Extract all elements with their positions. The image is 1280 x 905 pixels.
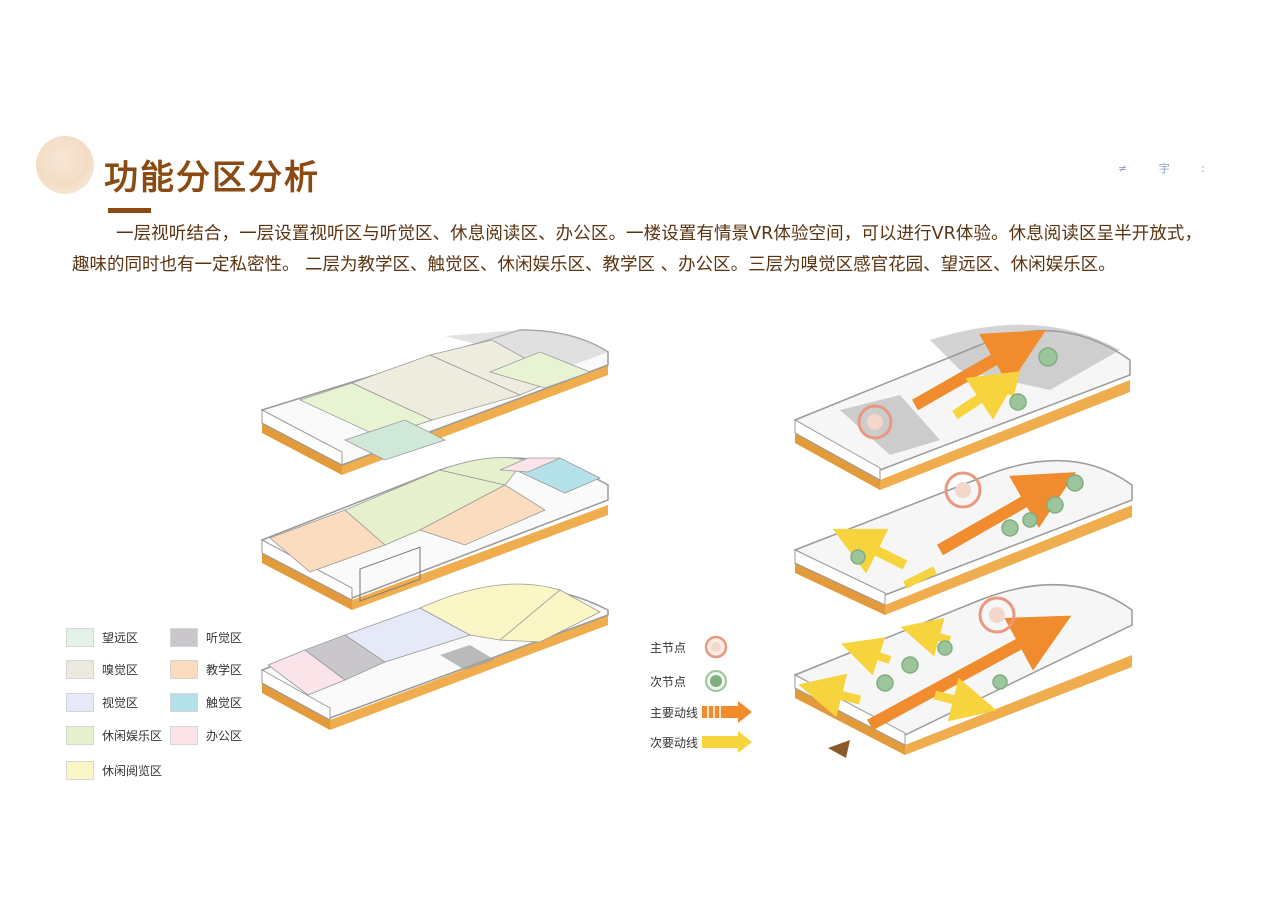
legend-label: 嗅觉区 — [102, 663, 139, 677]
legend-label: 教学区 — [206, 663, 243, 677]
left-floor-3 — [260, 329, 609, 475]
legend-item: 触觉区 — [170, 693, 242, 712]
logo: ≠ 宇 ː — [1118, 162, 1219, 175]
intro-paragraph: 一层视听结合，一层设置视听区与听觉区、休息阅读区、办公区。一楼设置有情景VR体验… — [72, 224, 1202, 275]
right-floor-2 — [793, 459, 1133, 615]
legend-label: 休闲娱乐区 — [102, 729, 163, 743]
left-floor-2 — [260, 457, 609, 610]
legend-item-secondary-node: 次节点 — [650, 668, 732, 694]
legend-item: 望远区 — [66, 628, 138, 647]
legend-swatch — [66, 761, 94, 780]
legend-label: 望远区 — [102, 631, 139, 645]
legend-item: 教学区 — [170, 660, 242, 679]
legend-swatch — [170, 693, 198, 712]
zone-legend: 望远区 听觉区 嗅觉区 教学区 视觉区 触觉区 休闲娱乐区 办公区 休闲阅览区 — [66, 628, 266, 788]
legend-swatch — [170, 660, 198, 679]
legend-label: 次节点 — [650, 674, 687, 689]
left-floor-1 — [260, 583, 609, 730]
secondary-node-icon — [705, 670, 727, 692]
right-floor-3 — [793, 324, 1131, 490]
secondary-route-arrow-icon — [702, 731, 752, 753]
circulation-legend: 主节点 次节点 主要动线 次要动线 — [650, 632, 770, 757]
decorative-circle — [36, 136, 94, 194]
legend-swatch — [66, 660, 94, 679]
legend-item: 休闲阅览区 — [66, 761, 162, 780]
legend-item-primary-node: 主节点 — [650, 634, 732, 660]
legend-item: 休闲娱乐区 — [66, 726, 162, 745]
legend-swatch — [66, 693, 94, 712]
legend-label: 听觉区 — [206, 631, 243, 645]
legend-item-secondary-route: 次要动线 — [650, 730, 754, 754]
legend-label: 主要动线 — [650, 705, 699, 720]
legend-label: 次要动线 — [650, 735, 699, 750]
legend-swatch — [170, 628, 198, 647]
legend-swatch — [66, 628, 94, 647]
primary-route-arrow-icon — [702, 701, 752, 723]
legend-label: 触觉区 — [206, 696, 243, 710]
legend-item: 听觉区 — [170, 628, 242, 647]
legend-label: 休闲阅览区 — [102, 764, 163, 778]
legend-item: 办公区 — [170, 726, 242, 745]
legend-item: 嗅觉区 — [66, 660, 138, 679]
legend-item-primary-route: 主要动线 — [650, 700, 754, 724]
legend-swatch — [170, 726, 198, 745]
right-floor-1 — [793, 583, 1133, 758]
legend-label: 主节点 — [650, 640, 687, 655]
legend-label: 视觉区 — [102, 696, 139, 710]
legend-item: 视觉区 — [66, 693, 138, 712]
primary-node-icon — [704, 635, 728, 659]
legend-swatch — [66, 726, 94, 745]
page-title: 功能分区分析 — [104, 158, 320, 198]
legend-label: 办公区 — [206, 729, 243, 743]
title-underline — [108, 208, 151, 213]
